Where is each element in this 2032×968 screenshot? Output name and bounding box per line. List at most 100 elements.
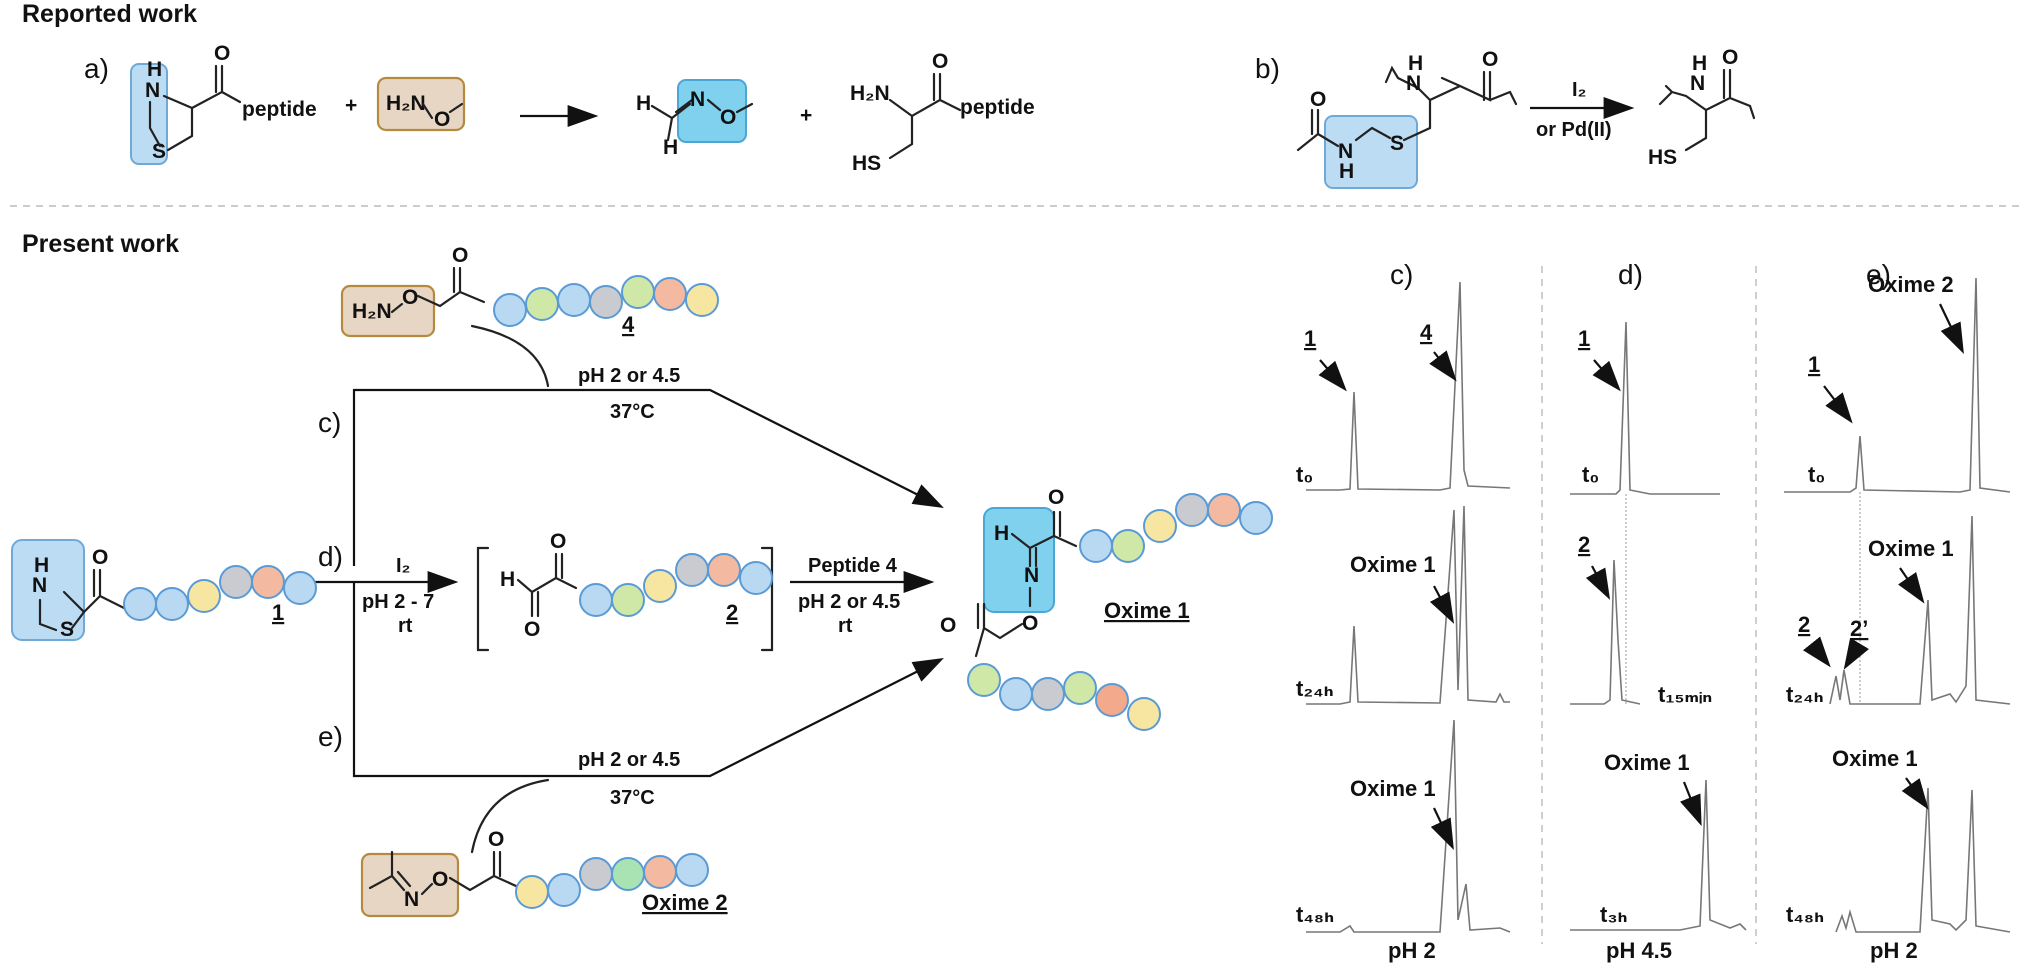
peptide-residue-ball bbox=[187, 579, 221, 613]
hplc-c-arrow4 bbox=[1429, 350, 1457, 382]
ox2-N: N bbox=[404, 888, 419, 911]
reagent-pd: or Pd(II) bbox=[1536, 119, 1612, 141]
atom-N-b3: N bbox=[1690, 72, 1705, 95]
hplc-d-oxime1: Oxime 1 bbox=[1604, 750, 1690, 775]
atom-HS-b: HS bbox=[1648, 146, 1677, 169]
trace-c-t0 bbox=[1306, 281, 1511, 491]
route-d-cond3: rt bbox=[398, 615, 413, 637]
hplc-panels: c) d) e) pH 2 pH 4.5 pH 2 t₀ t₂₄ₕ t₄₈ₕ 1… bbox=[1296, 259, 2011, 963]
oxime1-peptide-balls-bottom bbox=[967, 663, 1161, 731]
reported-work-heading: Reported work bbox=[22, 0, 197, 28]
atom-N-b2: N bbox=[1406, 72, 1421, 95]
hplc-e-arrow1 bbox=[1823, 385, 1853, 424]
atom-O-b2: O bbox=[1482, 48, 1498, 71]
curve-e bbox=[470, 778, 550, 854]
peptide4-cond2: pH 2 or 4.5 bbox=[798, 591, 900, 613]
compound2-peptide-balls bbox=[579, 553, 773, 617]
oxime2-peptide-balls bbox=[515, 853, 709, 909]
hplc-c-arrow-ox1b bbox=[1430, 807, 1454, 850]
compound4-label: 4 bbox=[622, 312, 635, 337]
c1-S: S bbox=[60, 618, 74, 641]
hplc-c-t48: t₄₈ₕ bbox=[1296, 902, 1334, 927]
hplc-e-t0: t₀ bbox=[1808, 462, 1825, 487]
atom-H-b: H bbox=[1339, 160, 1354, 183]
peptide-residue-ball bbox=[579, 857, 613, 891]
hplc-e-arrow-ox1b bbox=[1901, 777, 1929, 810]
peptide-residue-ball bbox=[611, 583, 645, 617]
trace-d-t15 bbox=[1570, 559, 1641, 705]
hplc-e-arrow2 bbox=[1802, 636, 1831, 668]
peptide-residue-ball bbox=[283, 571, 317, 605]
oxime1-peptide-balls-top bbox=[1079, 493, 1273, 563]
atom-H2N: H₂N bbox=[386, 92, 426, 115]
ox1-ester-O: O bbox=[940, 614, 956, 637]
atom-O-a: O bbox=[720, 106, 736, 129]
ox1-H: H bbox=[994, 522, 1009, 545]
acm-highlight bbox=[1324, 115, 1418, 189]
hplc-c-oxime1-b: Oxime 1 bbox=[1350, 776, 1436, 801]
present-work-heading: Present work bbox=[22, 230, 179, 258]
atom-O: O bbox=[214, 42, 230, 65]
ox1-N: N bbox=[1024, 564, 1039, 587]
atom-N-a: N bbox=[690, 88, 705, 111]
peptide-residue-ball bbox=[493, 293, 527, 327]
route-d-cond2: pH 2 - 7 bbox=[362, 591, 434, 613]
peptide-residue-ball bbox=[1079, 529, 1113, 563]
hplc-e-peak2prime: 2’ bbox=[1850, 616, 1868, 641]
c4-O: O bbox=[402, 286, 418, 309]
ox1-carbonyl-O: O bbox=[1048, 486, 1064, 509]
hplc-c-peak1: 1 bbox=[1304, 326, 1316, 351]
compound1-label: 1 bbox=[272, 600, 284, 625]
aminooxy-highlight bbox=[376, 76, 466, 132]
hplc-c-arrow-ox1a bbox=[1429, 585, 1455, 624]
compound4-aminooxy-highlight bbox=[340, 284, 436, 338]
compound1-peptide-balls bbox=[123, 565, 317, 621]
atom-N-b: N bbox=[1338, 140, 1353, 163]
peptide-label: peptide bbox=[242, 98, 317, 121]
hplc-panel-d-label: d) bbox=[1618, 259, 1643, 290]
peptide-residue-ball bbox=[1063, 671, 1097, 705]
peptide-residue-ball bbox=[525, 287, 559, 321]
peptide-residue-ball bbox=[1175, 493, 1209, 527]
peptide-residue-ball bbox=[643, 855, 677, 889]
peptide-residue-ball bbox=[219, 565, 253, 599]
hplc-c-t24: t₂₄ₕ bbox=[1296, 676, 1334, 701]
hplc-e-oxime2: Oxime 2 bbox=[1868, 272, 1954, 297]
peptide-residue-ball bbox=[611, 857, 645, 891]
hplc-d-peak1: 1 bbox=[1578, 326, 1590, 351]
atom-S: S bbox=[152, 140, 166, 163]
peptide-residue-ball bbox=[155, 587, 189, 621]
hplc-d-t0: t₀ bbox=[1582, 462, 1599, 487]
hplc-e-arrow-ox1a bbox=[1897, 567, 1925, 604]
route-c-cond1: pH 2 or 4.5 bbox=[578, 365, 680, 387]
peptide4-cond1: Peptide 4 bbox=[808, 555, 898, 577]
route-e-label: e) bbox=[318, 721, 343, 752]
plus-sign-2: + bbox=[800, 104, 812, 127]
atom-O-b3: O bbox=[1722, 46, 1738, 69]
hplc-e-arrow2prime bbox=[1843, 637, 1870, 670]
hplc-e-arrow-ox2 bbox=[1939, 303, 1964, 354]
atom-H2N-prod: H₂N bbox=[850, 82, 890, 105]
peptide-residue-ball bbox=[557, 283, 591, 317]
panel-label-b: b) bbox=[1255, 53, 1280, 84]
hplc-panel-e-ph: pH 2 bbox=[1870, 938, 1918, 963]
compound2-label: 2 bbox=[726, 600, 738, 625]
hplc-e-peak2: 2 bbox=[1798, 612, 1810, 637]
peptide-residue-ball bbox=[643, 569, 677, 603]
hplc-d-t15: t₁₅ₘᵢₙ bbox=[1658, 682, 1712, 707]
hplc-d-t3: t₃ₕ bbox=[1600, 902, 1628, 927]
hplc-e-t48: t₄₈ₕ bbox=[1786, 902, 1824, 927]
ox1-O: O bbox=[1022, 612, 1038, 635]
peptide-residue-ball bbox=[967, 663, 1001, 697]
peptide-residue-ball bbox=[707, 553, 741, 587]
hplc-e-peak1: 1 bbox=[1808, 352, 1820, 377]
route-c-arrow bbox=[352, 388, 944, 566]
atom-H-b2: H bbox=[1408, 52, 1423, 75]
peptide-residue-ball bbox=[1207, 493, 1241, 527]
hplc-panel-c-ph: pH 2 bbox=[1388, 938, 1436, 963]
compound4-peptide-balls bbox=[493, 275, 719, 327]
peptide-residue-ball bbox=[653, 277, 687, 311]
peptide-residue-ball bbox=[675, 853, 709, 887]
peptide-residue-ball bbox=[739, 561, 773, 595]
